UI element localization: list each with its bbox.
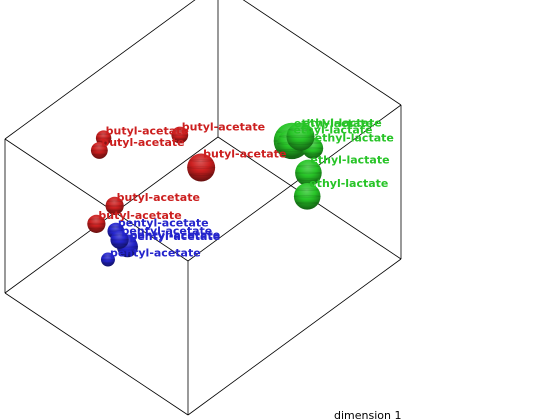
- point-label: ethyl-lactate: [310, 154, 389, 167]
- sphere-marker: [110, 230, 129, 249]
- butyl-acetate-point: [186, 153, 216, 182]
- pentyl-acetate-point: [100, 252, 116, 267]
- point-label: pentyl-acetate: [122, 225, 213, 238]
- sphere-band: [296, 178, 321, 181]
- sphere-band: [303, 152, 323, 155]
- sphere-band: [295, 201, 320, 205]
- box-edge: [242, 0, 402, 106]
- sphere-band: [294, 171, 323, 175]
- box-edge: [4, 0, 196, 140]
- point-label: ethyl-lactate: [293, 123, 372, 136]
- sphere-marker: [295, 159, 322, 187]
- bounding-box: [4, 0, 402, 416]
- butyl-acetate-point: [90, 142, 109, 159]
- sphere-band: [86, 222, 106, 225]
- point-label: butyl-acetate: [117, 191, 200, 204]
- point-label: butyl-acetate: [203, 148, 286, 161]
- sphere-marker: [100, 252, 115, 267]
- sphere-band: [172, 129, 188, 132]
- sphere-band: [188, 159, 214, 162]
- sphere-band: [295, 188, 320, 191]
- point-label: pentyl-acetate: [110, 247, 201, 260]
- sphere-marker: [95, 130, 112, 146]
- sphere-band: [296, 165, 321, 168]
- sphere-marker: [293, 183, 321, 210]
- sphere-marker: [187, 153, 216, 182]
- ethyl-lactate-point: [293, 183, 321, 210]
- sphere-band: [101, 255, 115, 257]
- ethyl-lactate-point: [294, 159, 323, 187]
- sphere-band: [105, 204, 125, 207]
- sphere-marker: [87, 214, 106, 233]
- point-label: ethyl-lactate: [303, 117, 382, 130]
- sphere-band: [88, 218, 105, 221]
- sphere-band: [293, 195, 321, 198]
- ethyl-lactate-point: [286, 122, 315, 151]
- point-label: butyl-acetate: [182, 121, 265, 134]
- box-edge: [187, 104, 402, 262]
- sphere-band: [88, 227, 105, 230]
- sphere-band: [286, 135, 315, 138]
- point-label: butyl-acetate: [98, 209, 181, 222]
- butyl-acetate-point: [86, 214, 106, 233]
- point-label: ethyl-lactate: [309, 177, 388, 190]
- sphere-band: [101, 262, 115, 264]
- sphere-band: [96, 133, 111, 136]
- point-label: ethyl-lactate: [294, 117, 373, 130]
- sphere-band: [90, 149, 109, 152]
- sphere-band: [188, 173, 214, 176]
- point-label: pentyl-acetate: [129, 230, 220, 243]
- sphere-band: [106, 200, 123, 203]
- sphere-marker: [105, 196, 124, 215]
- sphere-band: [170, 134, 189, 136]
- sphere-band: [172, 138, 188, 141]
- box-edge: [187, 258, 402, 416]
- sphere-marker: [286, 122, 315, 151]
- sphere-band: [108, 226, 124, 228]
- point-label: butyl-acetate: [106, 124, 189, 137]
- point-label: pentyl-acetate: [118, 217, 209, 230]
- sphere-band: [287, 128, 314, 131]
- pentyl-acetate-point: [110, 230, 130, 249]
- point-label: pentyl-acetate: [129, 229, 220, 242]
- sphere-band: [106, 209, 123, 212]
- box-edge: [4, 136, 219, 294]
- x-axis-title: dimension 1: [334, 409, 401, 420]
- butyl-acetate-point: [95, 130, 112, 146]
- sphere-band: [186, 166, 216, 169]
- sphere-band: [111, 243, 128, 246]
- sphere-band: [96, 141, 111, 143]
- butyl-acetate-point: [105, 196, 125, 215]
- sphere-marker: [171, 126, 189, 144]
- point-labels: ethyl-lactateethyl-lactateethyl-lactatee…: [98, 117, 393, 260]
- sphere-band: [91, 145, 108, 148]
- point-label: ethyl-lactate: [315, 132, 394, 145]
- box-edge: [4, 138, 189, 262]
- point-label: butyl-acetate: [101, 136, 184, 149]
- box-edge: [4, 292, 189, 416]
- sphere-marker: [90, 142, 108, 159]
- sphere-band: [111, 234, 128, 237]
- data-points: [86, 122, 324, 267]
- sphere-band: [91, 153, 108, 156]
- butyl-acetate-point: [170, 126, 189, 144]
- sphere-band: [117, 250, 137, 254]
- sphere-band: [287, 142, 314, 145]
- sphere-band: [100, 258, 116, 261]
- sphere-band: [110, 238, 130, 241]
- sphere-band: [95, 137, 112, 139]
